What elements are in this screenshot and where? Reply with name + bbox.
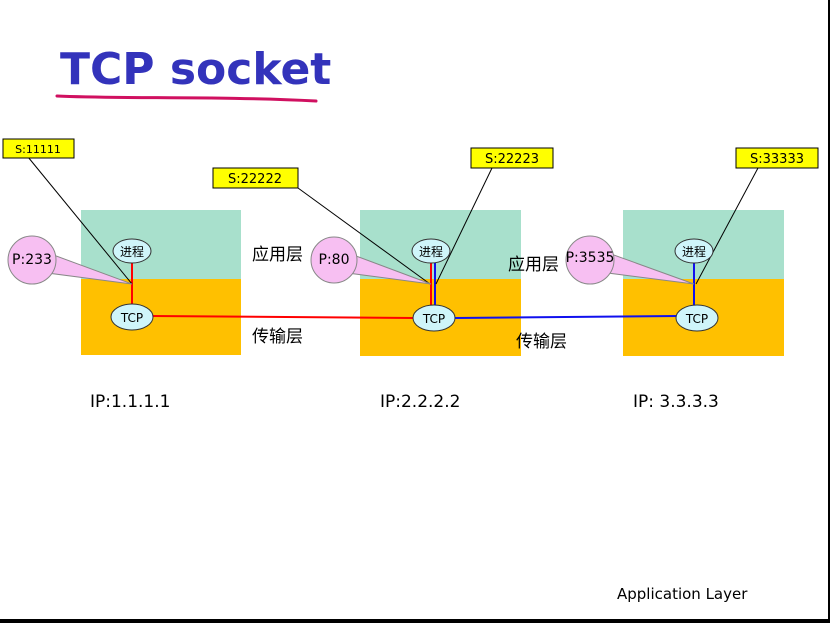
host-3-ip: IP: 3.3.3.3 (633, 392, 719, 412)
socket-22222-pointer (297, 187, 431, 285)
host-1-process-label: 进程 (120, 244, 144, 259)
slide-title: TCP socket (60, 44, 332, 95)
host-2-tcp-label: TCP (422, 312, 445, 326)
app-layer-label-2: 应用层 (508, 255, 559, 275)
host-1-process-node (112, 238, 152, 264)
host-2-socket-b-label: S:22223 (485, 152, 539, 167)
host-1-ip: IP:1.1.1.1 (90, 392, 171, 412)
host-2-process-label: 进程 (419, 244, 443, 259)
app-layer-label-1: 应用层 (252, 245, 303, 265)
socket-22223-pointer (435, 167, 493, 285)
socket-33333-pointer (695, 167, 759, 285)
host-3-process-label: 进程 (682, 244, 706, 259)
host-1 (81, 210, 241, 355)
socket-22222-box (212, 167, 299, 189)
host-2-tcp-node (412, 304, 456, 332)
host-2 (360, 210, 521, 356)
socket-22223-box (470, 147, 554, 169)
socket-11111-pointer (27, 156, 133, 285)
host-3 (623, 210, 784, 356)
host-1-tcp-node (110, 303, 154, 331)
host-3-tcp-label: TCP (685, 312, 708, 326)
host-3-process-node (674, 238, 714, 264)
host-1-port-bubble (7, 235, 133, 285)
host-2-process-node (411, 238, 451, 264)
transport-layer-label-1: 传输层 (252, 327, 303, 347)
link-tcp2-tcp3 (454, 315, 679, 319)
host-1-tcp-label: TCP (120, 311, 143, 325)
host-3-tcp-node (675, 304, 719, 332)
host-3-socket-label: S:33333 (750, 152, 804, 167)
host-1-app-layer (81, 210, 241, 279)
host-2-port-bubble (310, 236, 432, 285)
host-1-socket-label: S:11111 (15, 143, 61, 156)
link-tcp1-tcp2 (151, 315, 415, 319)
host-3-port-bubble (565, 235, 695, 285)
host-2-ip: IP:2.2.2.2 (380, 392, 461, 412)
transport-layer-label-2: 传输层 (516, 332, 567, 352)
socket-33333-box (735, 147, 819, 169)
footer-label: Application Layer (617, 585, 748, 603)
socket-11111-box (2, 138, 75, 159)
host-1-port-label: P:233 (12, 252, 52, 268)
host-3-port-label: P:3535 (566, 250, 615, 266)
title-underline (55, 94, 318, 103)
host-2-port-label: P:80 (319, 252, 350, 268)
host-2-socket-a-label: S:22222 (228, 172, 282, 187)
